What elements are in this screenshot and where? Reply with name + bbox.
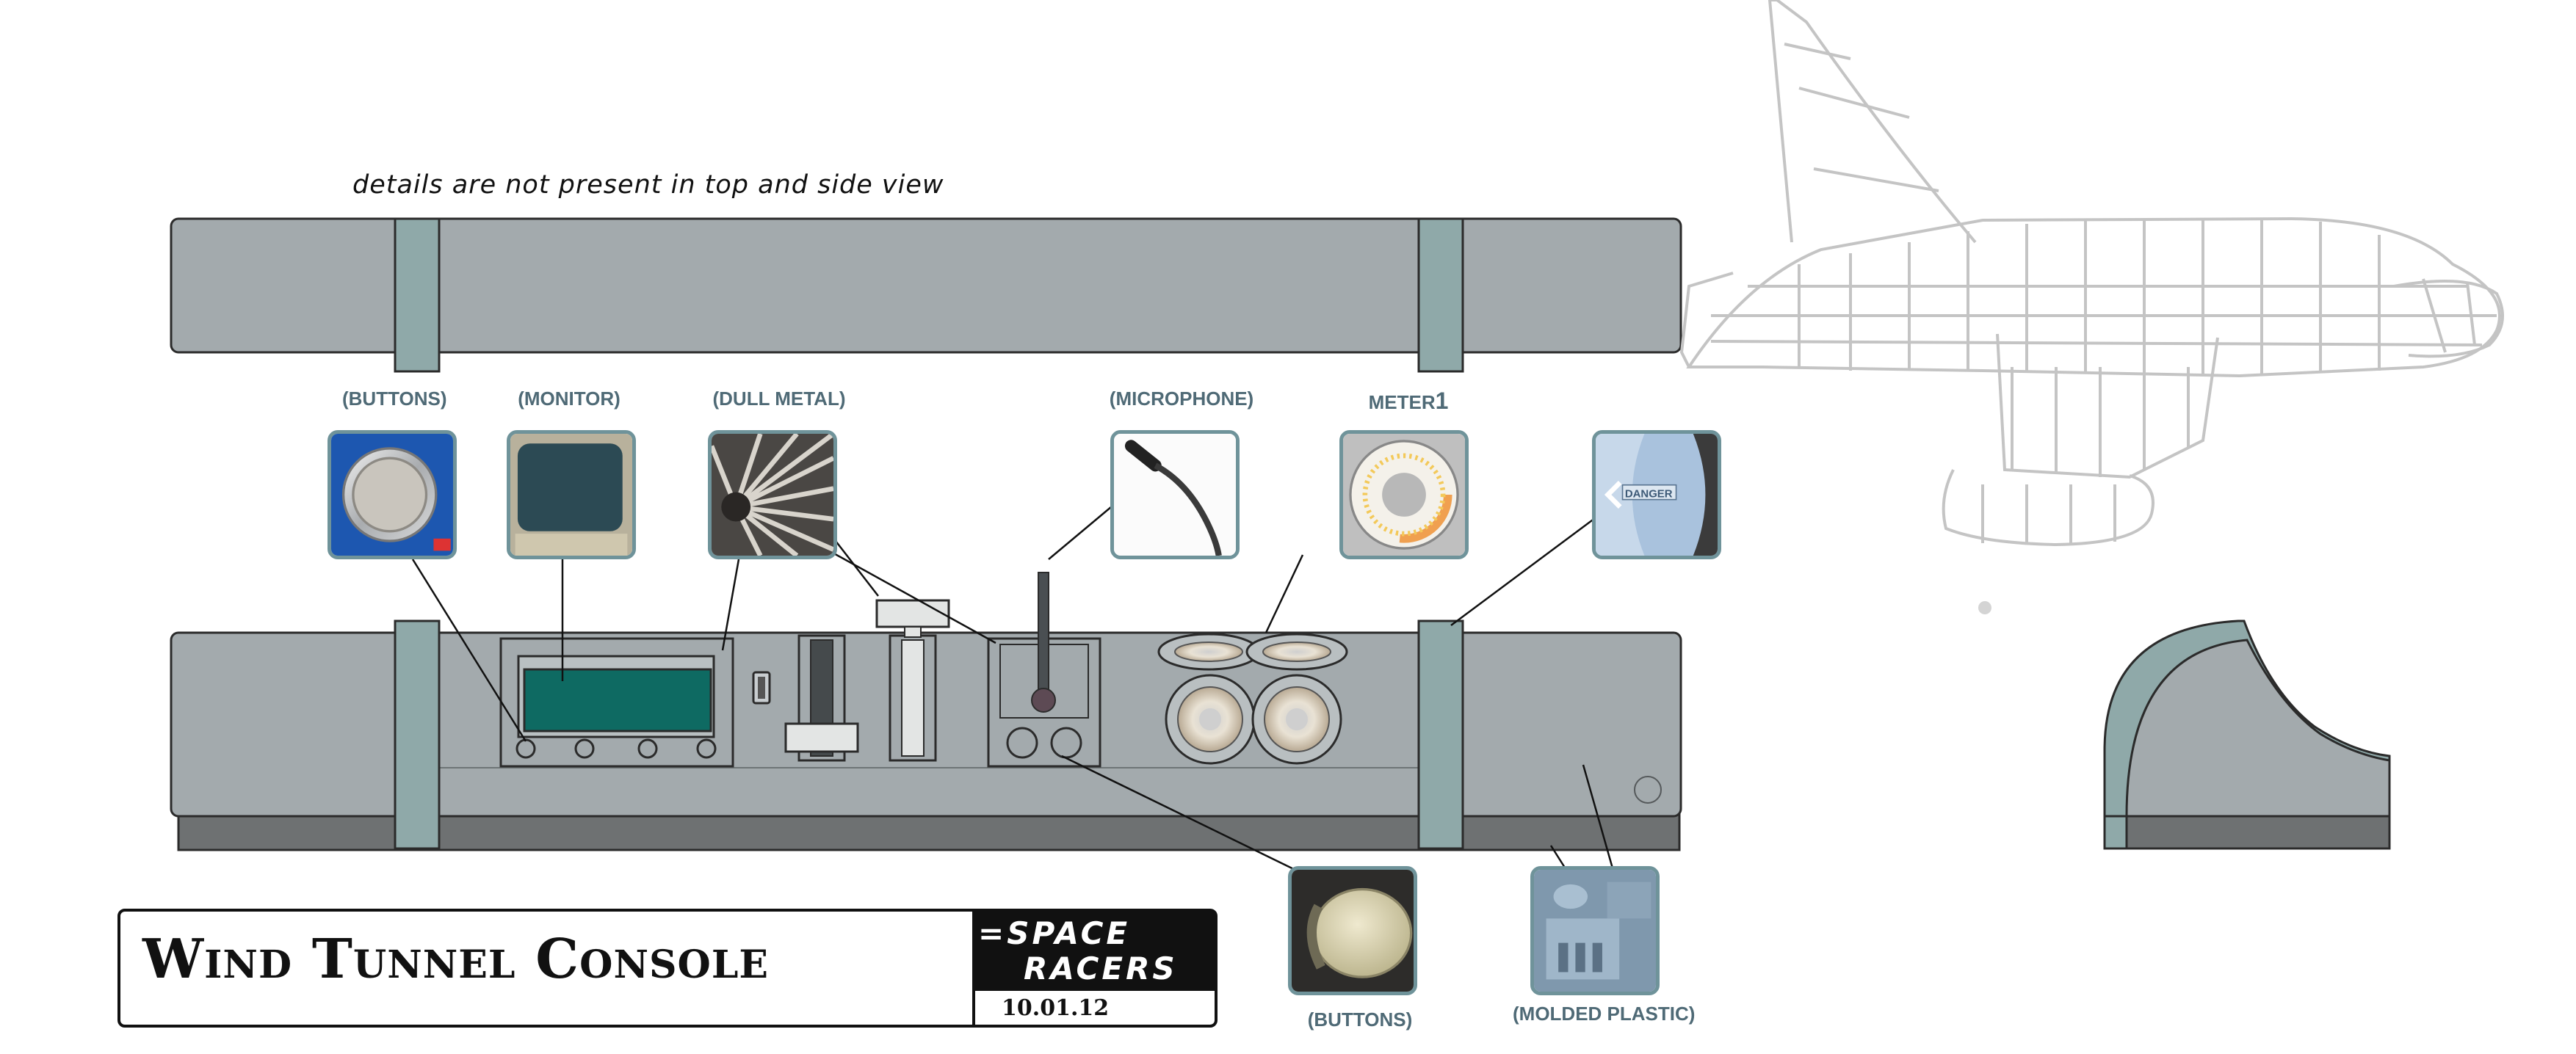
meter-cluster — [1157, 633, 1348, 765]
lever-two-handle — [875, 599, 950, 628]
label-microphone: (MICROPHONE) — [1109, 388, 1254, 410]
swatch-decal: DANGER — [1592, 430, 1721, 559]
top-view-console — [170, 217, 1682, 373]
label-meter-word: METER — [1368, 391, 1436, 413]
swatch-buttons-top — [328, 430, 457, 559]
logo-line-one: =SPACE — [978, 915, 1131, 951]
mic-button-left — [1006, 727, 1038, 759]
label-monitor: (MONITOR) — [518, 388, 621, 410]
monitor-screen — [523, 668, 712, 733]
swatch-decal-image: DANGER — [1596, 434, 1718, 556]
swatch-monitor-image — [510, 434, 632, 556]
label-buttons-top: (BUTTONS) — [342, 388, 447, 410]
top-strap-left — [394, 217, 441, 373]
swatch-dull-metal — [708, 430, 837, 559]
label-dull-metal: (DULL METAL) — [712, 388, 846, 410]
swatch-knob-image — [1292, 870, 1414, 992]
side-view-console — [2103, 619, 2391, 850]
title-block: Wind Tunnel Console =SPACE RACERS 10.01.… — [117, 909, 1218, 1028]
swatch-monitor — [507, 430, 636, 559]
label-molded-plastic: (MOLDED PLASTIC) — [1513, 1003, 1696, 1025]
wireframe-aircraft — [1679, 0, 2504, 614]
swatch-microphone — [1110, 430, 1240, 559]
front-strap-right — [1417, 619, 1464, 850]
sheet-title: Wind Tunnel Console — [142, 928, 770, 991]
title-divider — [972, 912, 975, 1025]
lever-one-handle — [784, 722, 859, 753]
label-buttons-bottom: (BUTTONS) — [1307, 1008, 1413, 1031]
swatch-microphone-image — [1114, 434, 1236, 556]
decal-text: DANGER — [1625, 487, 1673, 500]
swatch-dull-metal-image — [712, 434, 833, 556]
swatch-molded-plastic — [1530, 866, 1660, 995]
swatch-molded-plastic-image — [1534, 870, 1656, 992]
label-meter: METER1 — [1364, 388, 1452, 415]
mic-button-right — [1050, 727, 1082, 759]
swatch-meter-image — [1343, 434, 1465, 556]
front-view-console — [170, 572, 1682, 851]
swatch-meter — [1339, 430, 1469, 559]
top-strap-right — [1417, 217, 1464, 373]
sheet-date: 10.01.12 — [1002, 995, 1110, 1021]
label-meter-number: 1 — [1435, 388, 1449, 414]
swatch-buttons-image — [331, 434, 453, 556]
space-racers-logo: =SPACE RACERS — [975, 912, 1215, 991]
front-strap-left — [394, 619, 441, 850]
microphone-stem — [1038, 572, 1049, 702]
swatch-buttons-bottom — [1288, 866, 1417, 995]
leader-lines — [411, 506, 1616, 876]
logo-line-two: RACERS — [1024, 951, 1178, 986]
view-note: details are not present in top and side … — [352, 170, 944, 200]
